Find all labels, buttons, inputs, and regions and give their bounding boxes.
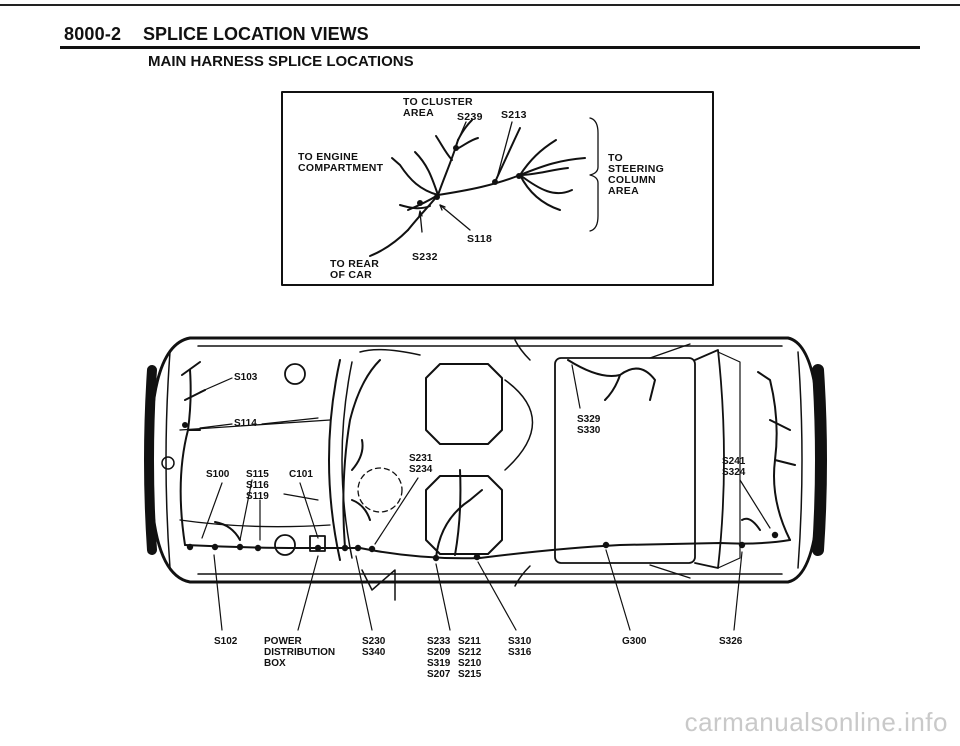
label-c101: C101 xyxy=(289,469,313,480)
label-s230: S230 xyxy=(362,636,386,647)
label-col-b-3: S210 xyxy=(458,658,482,669)
label-to-engine-2: COMPARTMENT xyxy=(298,162,384,174)
car-harness xyxy=(179,359,796,560)
label-to-steering-4: AREA xyxy=(608,185,639,197)
page-title: SPLICE LOCATION VIEWS xyxy=(143,24,369,44)
label-col-b-1: S211 xyxy=(458,636,481,647)
car-body xyxy=(144,336,827,601)
label-col-a-1: S233 xyxy=(427,636,451,647)
label-s103: S103 xyxy=(234,372,258,383)
watermark-text: carmanualsonline.info xyxy=(684,707,948,737)
page-subtitle: MAIN HARNESS SPLICE LOCATIONS xyxy=(148,53,414,70)
label-s116: S116 xyxy=(246,480,269,491)
label-power-2: DISTRIBUTION xyxy=(264,647,336,658)
label-s102: S102 xyxy=(214,636,238,647)
label-s119: S119 xyxy=(246,491,269,502)
label-s232: S232 xyxy=(412,251,438,263)
label-s100: S100 xyxy=(206,469,230,480)
label-col-a-3: S319 xyxy=(427,658,451,669)
label-to-cluster-2: AREA xyxy=(403,107,434,119)
label-s310: S310 xyxy=(508,636,532,647)
inset-diagram xyxy=(281,91,714,286)
label-col-a-4: S207 xyxy=(427,669,451,680)
label-col-a-2: S209 xyxy=(427,647,451,658)
top-border-line xyxy=(0,4,960,6)
inset-frame xyxy=(281,91,714,286)
label-g300: G300 xyxy=(622,636,647,647)
label-s231: S231 xyxy=(409,453,433,464)
label-col-b-4: S215 xyxy=(458,669,482,680)
splice-dots xyxy=(182,422,779,562)
label-s114: S114 xyxy=(234,418,257,429)
label-s234: S234 xyxy=(409,464,433,475)
label-s239: S239 xyxy=(457,111,483,123)
leader-lines xyxy=(199,364,771,631)
label-col-b-2: S212 xyxy=(458,647,482,658)
label-to-steering-3: COLUMN xyxy=(608,174,656,186)
label-s324: S324 xyxy=(722,467,746,478)
label-to-cluster-1: TO CLUSTER xyxy=(403,96,473,108)
label-s340: S340 xyxy=(362,647,386,658)
label-s326: S326 xyxy=(719,636,743,647)
section-code: 8000-2 xyxy=(64,24,122,44)
label-to-steering-1: TO xyxy=(608,152,623,164)
label-s213: S213 xyxy=(501,109,527,121)
label-s329: S329 xyxy=(577,414,601,425)
label-s241: S241 xyxy=(722,456,746,467)
label-power-1: POWER xyxy=(264,636,302,647)
label-s316: S316 xyxy=(508,647,532,658)
label-to-rear-1: TO REAR xyxy=(330,258,380,270)
label-power-3: BOX xyxy=(264,658,286,669)
label-to-engine-1: TO ENGINE xyxy=(298,151,359,163)
header-rule xyxy=(60,46,920,49)
label-s330: S330 xyxy=(577,425,601,436)
label-s118: S118 xyxy=(467,233,493,245)
label-to-steering-2: STEERING xyxy=(608,163,665,175)
label-to-rear-2: OF CAR xyxy=(330,269,373,281)
label-s115: S115 xyxy=(246,469,269,480)
